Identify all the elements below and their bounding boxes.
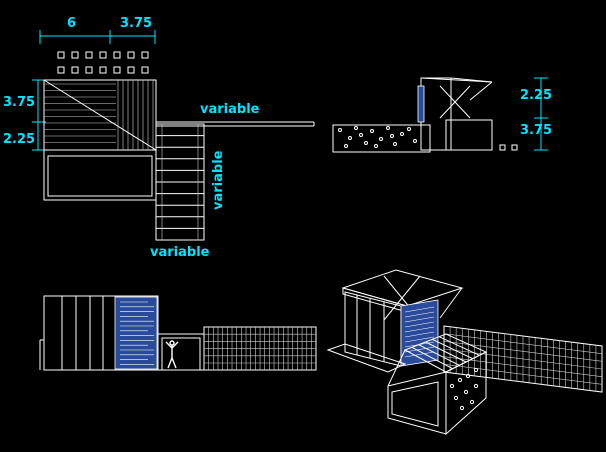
iso-panel-line bbox=[404, 336, 435, 343]
side-base-holes bbox=[338, 126, 417, 148]
iso-walkway-rung bbox=[418, 344, 460, 366]
side-base-hole bbox=[338, 128, 342, 132]
front-panel-text-lines bbox=[120, 301, 154, 365]
iso-walkway-hole bbox=[473, 367, 479, 373]
plan-view: 6 3.75 3.75 2.25 variable bbox=[3, 16, 315, 260]
iso-grid-line bbox=[443, 348, 603, 370]
iso-panel-line bbox=[404, 326, 435, 333]
walkway-variable-label: variable bbox=[211, 150, 226, 210]
iso-blue-panel bbox=[400, 299, 439, 367]
side-elevation-view: 2.25 3.75 bbox=[332, 77, 552, 153]
furniture-square bbox=[57, 51, 65, 59]
iso-panel-line bbox=[404, 351, 435, 358]
dim-top-left-label: 6 bbox=[67, 16, 76, 31]
side-base-hole bbox=[393, 142, 397, 146]
side-base-hole bbox=[348, 136, 352, 140]
furniture-square bbox=[113, 51, 121, 59]
side-blue-panel bbox=[417, 85, 425, 123]
side-base-block bbox=[332, 124, 431, 153]
furniture-square bbox=[127, 51, 135, 59]
walkway-bottom-variable-label: variable bbox=[150, 245, 210, 260]
side-base-hole bbox=[386, 126, 390, 130]
side-base-hole bbox=[354, 126, 358, 130]
iso-walkway-hole bbox=[449, 383, 455, 389]
iso-panel-line bbox=[404, 331, 435, 338]
dim-side-top-label: 2.25 bbox=[520, 88, 552, 103]
furniture-square bbox=[85, 66, 93, 74]
iso-panel-line bbox=[404, 316, 435, 323]
iso-walkway-rung bbox=[425, 341, 467, 363]
plan-furniture-squares bbox=[57, 51, 149, 74]
iso-walkway-rung bbox=[438, 336, 480, 356]
furniture-square bbox=[71, 66, 79, 74]
iso-grid-line bbox=[443, 364, 603, 385]
isometric-view bbox=[326, 269, 603, 436]
iso-walkway-hole bbox=[453, 395, 459, 401]
iso-walkway-hole bbox=[465, 373, 471, 379]
plan-building bbox=[43, 79, 157, 201]
dim-top-right-label: 3.75 bbox=[120, 16, 152, 31]
dim-left-bottom-label: 2.25 bbox=[3, 132, 35, 147]
iso-walkway-rung bbox=[411, 346, 453, 370]
furniture-square bbox=[85, 51, 93, 59]
side-base-hole bbox=[370, 129, 374, 133]
side-base-hole bbox=[407, 127, 411, 131]
furniture-square bbox=[99, 66, 107, 74]
ramp-variable-label: variable bbox=[200, 102, 260, 117]
side-right-dimension: 2.25 3.75 bbox=[520, 77, 552, 151]
side-base-hole bbox=[364, 141, 368, 145]
furniture-square bbox=[99, 51, 107, 59]
side-base-hole bbox=[344, 144, 348, 148]
iso-walkway-rung bbox=[432, 338, 473, 360]
iso-walkway-hole bbox=[457, 377, 463, 383]
iso-ramp bbox=[443, 325, 603, 393]
iso-walkway-hole bbox=[469, 399, 475, 405]
side-base-hole bbox=[379, 137, 383, 141]
side-base-hole bbox=[359, 133, 363, 137]
plan-top-dimension: 6 3.75 bbox=[39, 16, 156, 44]
iso-walkway-hole bbox=[473, 383, 479, 389]
furniture-square bbox=[141, 51, 149, 59]
side-base-hole bbox=[390, 134, 394, 138]
dim-side-bottom-label: 3.75 bbox=[520, 123, 552, 138]
iso-grid-line bbox=[443, 333, 603, 354]
iso-panel-line bbox=[404, 306, 435, 313]
iso-panel-line bbox=[404, 346, 435, 353]
plan-left-dimension: 3.75 2.25 bbox=[3, 79, 46, 151]
furniture-square bbox=[141, 66, 149, 74]
furniture-square bbox=[71, 51, 79, 59]
iso-walkway-hole bbox=[463, 389, 469, 395]
side-base-hole bbox=[374, 144, 378, 148]
side-base-hole bbox=[413, 139, 417, 143]
plan-walkway: variable variable bbox=[150, 123, 226, 260]
furniture-square bbox=[57, 66, 65, 74]
front-elevation-view bbox=[39, 295, 317, 371]
iso-panel-line bbox=[404, 311, 435, 318]
iso-walkway-hole bbox=[459, 405, 465, 411]
plan-ramp: variable bbox=[156, 102, 315, 127]
front-ramp-grid bbox=[203, 326, 317, 371]
front-blue-panel bbox=[114, 296, 158, 370]
furniture-square bbox=[127, 66, 135, 74]
dim-left-top-label: 3.75 bbox=[3, 95, 35, 110]
furniture-square bbox=[113, 66, 121, 74]
iso-walkway-front bbox=[387, 371, 447, 435]
side-base-hole bbox=[400, 132, 404, 136]
human-figure bbox=[165, 340, 179, 369]
iso-panel-line bbox=[404, 321, 435, 328]
